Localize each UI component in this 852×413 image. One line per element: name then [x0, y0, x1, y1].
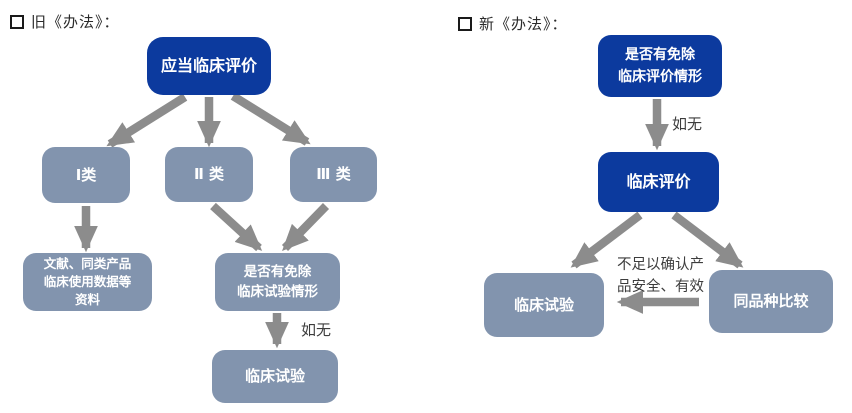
node-exempt-eval-question: 是否有免除 临床评价情形	[598, 35, 722, 97]
node-class-1: Ⅰ类	[42, 147, 130, 203]
node-class-3: Ⅲ 类	[290, 147, 377, 202]
bullet-square-icon	[10, 14, 24, 29]
node-literature-data: 文献、同类产品 临床使用数据等 资料	[23, 253, 152, 311]
old-method-heading-label: 旧《办法》：	[31, 13, 120, 31]
edge-label-if-none-new: 如无	[672, 115, 703, 133]
node-class-2: Ⅱ 类	[165, 147, 253, 202]
old-method-heading: 旧《办法》：	[10, 11, 120, 32]
bullet-square-icon	[458, 16, 472, 31]
node-clinical-trial-old: 临床试验	[212, 350, 338, 403]
arrow-should-to-class3	[230, 92, 311, 146]
arrow-eval-to-same-kind	[671, 211, 744, 269]
arrow-should-to-class1	[106, 93, 188, 148]
node-exempt-trial-question: 是否有免除 临床试验情形	[215, 253, 340, 311]
node-should-clinical-eval: 应当临床评价	[147, 37, 271, 95]
new-method-heading-label: 新《办法》：	[479, 15, 568, 33]
new-method-heading: 新《办法》：	[458, 13, 568, 34]
node-clinical-trial-new: 临床试验	[484, 273, 604, 337]
edge-label-if-none-old: 如无	[301, 321, 332, 339]
arrow-class2-to-exempt	[210, 202, 263, 252]
node-clinical-eval: 临床评价	[598, 152, 719, 212]
edge-label-insufficient: 不足以确认产 品安全、有效	[617, 257, 704, 295]
node-same-kind-comparison: 同品种比较	[709, 270, 833, 333]
arrow-class3-to-exempt	[281, 203, 330, 252]
arrow-eval-to-trial-new	[570, 211, 643, 269]
